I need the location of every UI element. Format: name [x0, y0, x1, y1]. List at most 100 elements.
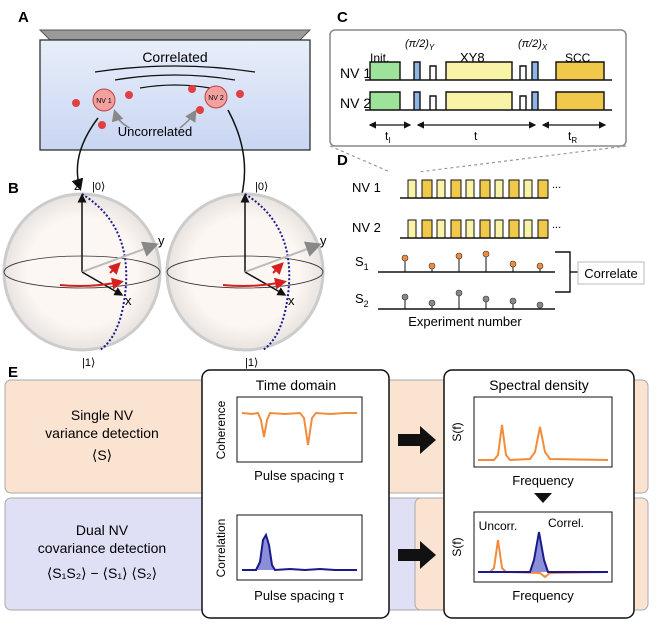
- correlation-xlabel: Pulse spacing τ: [254, 588, 345, 603]
- dual-nv-line2: covariance detection: [38, 540, 166, 556]
- sphere-1-ket0: |0⟩: [92, 181, 105, 193]
- nv1-spin-2: [125, 91, 133, 99]
- pulse-sequence-box: [329, 29, 627, 147]
- d-nv1-xy8-pulse: [494, 179, 504, 199]
- panel-e: Single NV variance detection ⟨S⟩ Dual NV…: [4, 369, 649, 619]
- coherence-trace: [241, 411, 357, 446]
- s1-stem-marker: [482, 250, 490, 258]
- zoom-line-right: [417, 145, 627, 173]
- uncorrelated-arrow-1: [111, 109, 131, 129]
- nv2-spin-2: [236, 90, 244, 98]
- s2-label: S2: [355, 291, 369, 309]
- d-nv1-pulse-train: [400, 179, 549, 199]
- nv2-init-pulse: [369, 91, 401, 110]
- panel-label-d: D: [337, 152, 348, 169]
- sphere-1-rotation-arrow: [108, 262, 121, 275]
- c-nv1-pulses: [365, 61, 612, 81]
- s1-stem-marker: [509, 260, 517, 268]
- correlated-wave-1: [94, 65, 256, 73]
- nv1-pi-pulses: [429, 65, 527, 80]
- d-nv2-scc-pulse: [508, 219, 520, 239]
- sphere-1-x-axis: [81, 271, 124, 296]
- d-nv2-xy8-pulse: [407, 219, 417, 239]
- correlation-trace: [242, 532, 357, 572]
- time-domain-title: Time domain: [256, 377, 336, 393]
- t-i-label: tI: [385, 129, 391, 145]
- d-nv2-scc-pulse: [537, 219, 549, 239]
- diamond-top-surface: [38, 29, 312, 41]
- nv2-pi-pulses: [429, 95, 527, 110]
- sphere-1-x-label: x: [125, 293, 132, 308]
- spectrum-1-ylabel: S(f): [450, 422, 464, 441]
- d-nv1-scc-pulse: [421, 179, 433, 199]
- t-label: t: [474, 129, 478, 143]
- pi2y-label: (π/2)Y: [405, 38, 435, 52]
- spectrum-1-trace: [478, 424, 609, 462]
- s1-stem-marker: [428, 262, 436, 270]
- nv2-center: [204, 85, 228, 109]
- nv2-xy8-block: [445, 91, 513, 110]
- nv1-center-label: NV 1: [96, 98, 112, 105]
- bloch-sphere-1: z |0⟩ y x |1⟩: [2, 179, 165, 369]
- spectrum-2-correl-trace: [478, 531, 608, 573]
- s1-stem-marker: [536, 262, 544, 270]
- single-nv-line2: variance detection: [45, 425, 159, 441]
- correlated-wave-2: [114, 74, 236, 81]
- uncorr-label: Uncorr.: [479, 519, 518, 533]
- sphere-2-precession-arrow: [222, 277, 287, 290]
- spectrum-down-arrow: [534, 493, 552, 503]
- panel-label-e: E: [8, 364, 18, 381]
- nv2-center-label: NV 2: [208, 95, 224, 102]
- d-nv2-scc-pulse: [479, 219, 491, 239]
- c-nv2-label: NV 2: [340, 95, 371, 111]
- spectrum-1-frame: [473, 396, 613, 468]
- panel-d: NV 1 NV 2 ... ... S1 S2 Correlate Experi…: [352, 179, 645, 329]
- coherence-xlabel: Pulse spacing τ: [254, 468, 345, 483]
- d-nv1-scc-pulse: [479, 179, 491, 199]
- sphere-2-rotation-arrow: [271, 262, 284, 275]
- t-r-label: tR: [568, 129, 577, 145]
- d-nv2-xy8-pulse: [436, 219, 446, 239]
- s2-stem-marker: [536, 301, 544, 309]
- correlate-bracket: [555, 251, 571, 293]
- d-nv2-label: NV 2: [352, 220, 381, 235]
- spectrum-2-correl-fill: [530, 532, 548, 572]
- arrow-single-to-spectrum: [398, 426, 436, 454]
- nv2-spin-1: [188, 85, 196, 93]
- spectral-density-title: Spectral density: [489, 377, 589, 393]
- nv2-scc-pulse: [555, 91, 605, 110]
- sphere-1-ket1: |1⟩: [82, 357, 95, 369]
- nv1-spin-1: [72, 99, 80, 107]
- nv1-scc-pulse: [555, 61, 605, 80]
- dual-nv-line1: Dual NV: [76, 522, 129, 538]
- d-nv2-xy8-pulse: [494, 219, 504, 239]
- d-nv1-scc-pulse: [537, 179, 549, 199]
- sphere-2-y-axis: [244, 241, 322, 273]
- sphere-2-x-axis: [244, 271, 287, 296]
- spectrum-1-xlabel: Frequency: [512, 473, 574, 488]
- s1-stems: [378, 250, 555, 273]
- spectrum-2-ylabel: S(f): [450, 537, 464, 556]
- uncorrelated-label: Uncorrelated: [118, 124, 192, 139]
- d-nv2-xy8-pulse: [465, 219, 475, 239]
- d-nv2-scc-pulse: [450, 219, 462, 239]
- c-nv2-pulses: [365, 91, 612, 111]
- d-nv2-pulse-train: [400, 219, 549, 239]
- panel-label-b: B: [8, 180, 19, 197]
- correl-label: Correl.: [548, 516, 584, 530]
- nv1-init-pulse: [369, 61, 401, 80]
- d-nv1-xy8-pulse: [523, 179, 533, 199]
- panel-label-a: A: [18, 9, 29, 26]
- xy8-label: XY8: [460, 50, 485, 65]
- panel-c: NV 1 NV 2 Init. (π/2)Y XY8 (π/2)X SCC: [329, 29, 627, 173]
- sphere-2-ket0: |0⟩: [255, 181, 268, 193]
- correlated-wave-3: [139, 84, 211, 89]
- single-nv-line1: Single NV: [71, 407, 134, 423]
- experiment-number-label: Experiment number: [408, 314, 522, 329]
- dual-nv-expr: ⟨S₁S₂⟩ − ⟨S₁⟩ ⟨S₂⟩: [47, 565, 157, 581]
- bloch-sphere-2: |0⟩ y x |1⟩: [165, 181, 327, 369]
- zoom-line-left: [329, 145, 391, 173]
- d-nv1-xy8-pulse: [407, 179, 417, 199]
- panel-label-c: C: [337, 9, 348, 26]
- s2-stem-marker: [401, 293, 409, 301]
